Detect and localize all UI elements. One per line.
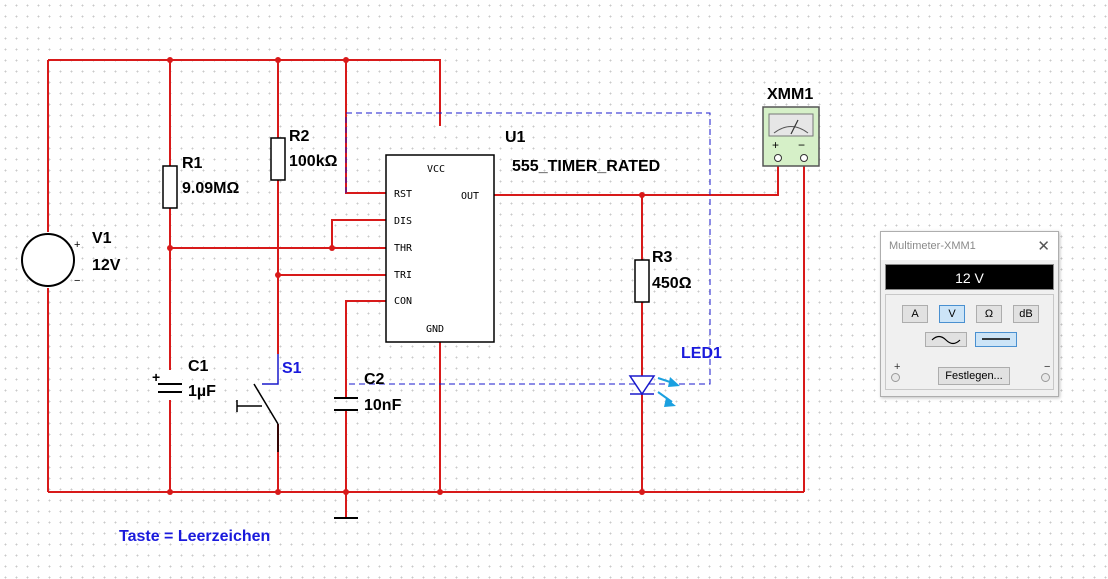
c1-capacitor[interactable]: + — [152, 369, 182, 400]
c2-value: 10nF — [364, 397, 402, 414]
xmm1-minus-label: − — [798, 138, 805, 152]
wire-top-rail — [48, 59, 441, 126]
v1-plus: + — [74, 239, 80, 251]
ac-mode-button[interactable] — [925, 332, 967, 347]
u1-value: 555_TIMER_RATED — [512, 158, 660, 175]
led-light-arrowhead — [664, 398, 676, 407]
r1-value: 9.09MΩ — [182, 180, 239, 197]
junction — [329, 245, 335, 251]
c1-ref: C1 — [188, 358, 209, 375]
u1-pin-dis: DIS — [394, 216, 412, 227]
r3-ref: R3 — [652, 249, 673, 266]
xmm1-ref: XMM1 — [767, 86, 813, 103]
v1-minus: − — [74, 275, 80, 287]
set-button[interactable]: Festlegen... — [938, 367, 1010, 385]
junctions — [167, 57, 645, 495]
u1-ref: U1 — [505, 129, 526, 146]
close-icon[interactable]: ✕ — [1037, 238, 1050, 255]
junction — [343, 489, 349, 495]
xmm1-minus-terminal[interactable] — [800, 154, 808, 162]
v1-ref: V1 — [92, 230, 112, 247]
junction — [437, 489, 443, 495]
r2-ref: R2 — [289, 128, 310, 145]
led1-diode[interactable] — [628, 375, 680, 407]
multimeter-window[interactable]: Multimeter-XMM1 ✕ 12 V A V Ω dB + − Fest… — [880, 231, 1059, 397]
dc-line-icon — [982, 338, 1010, 340]
u1-pin-thr: THR — [394, 243, 413, 254]
junction — [275, 489, 281, 495]
junction — [639, 192, 645, 198]
u1-timer-ic[interactable] — [385, 154, 495, 343]
u1-pin-con: CON — [394, 296, 412, 307]
v1-source[interactable]: + − — [21, 233, 80, 287]
multimeter-title: Multimeter-XMM1 — [889, 240, 976, 252]
junction — [639, 489, 645, 495]
wire-dis — [331, 219, 386, 248]
junction — [167, 57, 173, 63]
xmm1-plus-terminal[interactable] — [774, 154, 782, 162]
r3-value: 450Ω — [652, 275, 692, 292]
sine-wave-icon — [931, 335, 961, 345]
xmm1-plus-label: + — [772, 138, 779, 152]
u1-pin-rst: RST — [394, 189, 412, 200]
key-hint: Taste = Leerzeichen — [119, 528, 270, 545]
plus-terminal-label: + — [894, 361, 901, 373]
junction — [167, 489, 173, 495]
s1-switch[interactable] — [236, 354, 279, 452]
r2-value: 100kΩ — [289, 153, 338, 170]
u1-pin-gnd: GND — [426, 324, 444, 335]
multimeter-display: 12 V — [885, 264, 1054, 290]
plus-jack[interactable] — [891, 373, 900, 382]
minus-terminal-label: − — [1044, 361, 1051, 373]
c1-value: 1µF — [188, 383, 216, 400]
mode-ohm-button[interactable]: Ω — [976, 305, 1002, 323]
wire-con — [345, 300, 386, 398]
meter-needle-icon — [790, 119, 799, 135]
net-box — [345, 112, 711, 385]
junction — [343, 57, 349, 63]
led1-ref: LED1 — [681, 345, 722, 362]
c1-polarity: + — [152, 369, 160, 385]
wire-out — [494, 158, 779, 196]
junction — [167, 245, 173, 251]
led-light-arrowhead — [668, 377, 680, 387]
c2-capacitor[interactable] — [334, 397, 358, 411]
multimeter-titlebar[interactable]: Multimeter-XMM1 ✕ — [881, 232, 1058, 260]
u1-pin-tri: TRI — [394, 270, 412, 281]
u1-pin-out: OUT — [461, 191, 479, 202]
junction — [275, 272, 281, 278]
u1-pin-vcc: VCC — [427, 164, 445, 175]
c2-ref: C2 — [364, 371, 385, 388]
wire-rst — [345, 60, 386, 194]
minus-jack[interactable] — [1041, 373, 1050, 382]
mode-db-button[interactable]: dB — [1013, 305, 1039, 323]
r1-resistor[interactable] — [162, 165, 178, 209]
r2-resistor[interactable] — [270, 137, 286, 181]
r1-ref: R1 — [182, 155, 203, 172]
r3-resistor[interactable] — [634, 259, 650, 303]
junction — [275, 57, 281, 63]
s1-ref: S1 — [282, 360, 302, 377]
mode-ampere-button[interactable]: A — [902, 305, 928, 323]
mode-volt-button[interactable]: V — [939, 305, 965, 323]
v1-symbol — [21, 233, 75, 287]
xmm1-multimeter[interactable]: + − — [762, 106, 820, 167]
multimeter-controls: A V Ω dB + − Festlegen... — [885, 294, 1054, 390]
led-light-arrow — [657, 391, 673, 403]
v1-value: 12V — [92, 257, 121, 274]
dc-mode-button[interactable] — [975, 332, 1017, 347]
